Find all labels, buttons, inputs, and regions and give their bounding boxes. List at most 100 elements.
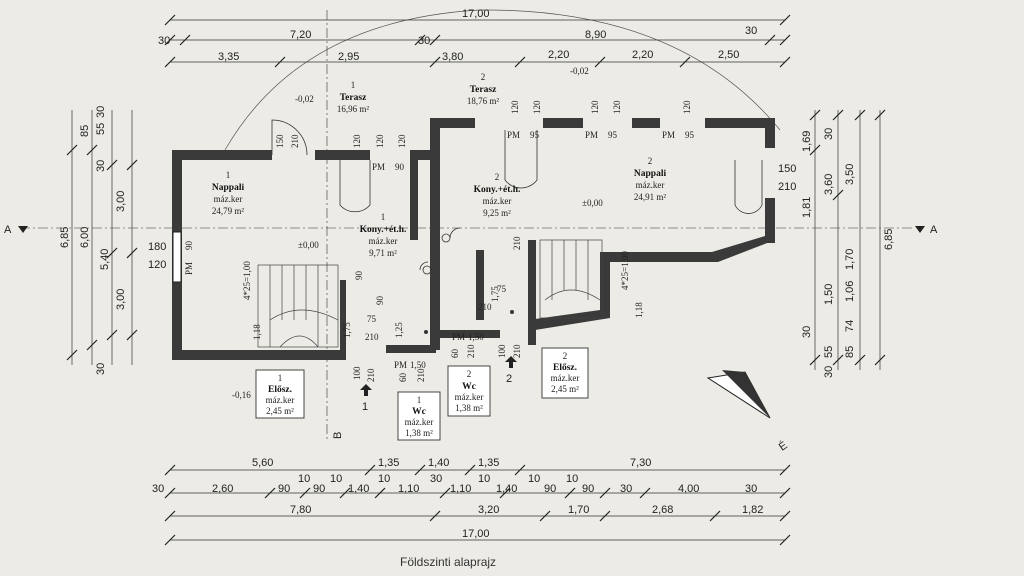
dimension-label: 210	[466, 344, 476, 358]
section-label-a-right: A	[930, 224, 938, 236]
dimension-label: 10	[528, 473, 540, 485]
dimension-label: 1,50	[823, 284, 835, 305]
section-a-right-marker	[915, 226, 925, 233]
entrance-2-marker: 2	[505, 356, 517, 385]
dimension-label: PM	[372, 162, 385, 172]
top-dimensions: 17,00 30 7,20 30 8,90 30 3,35 2,95 3,80 …	[158, 8, 791, 68]
dimension-label: 30	[430, 473, 442, 485]
dimension-label: Nappali	[212, 183, 245, 193]
dimension-label: 2,68	[652, 504, 673, 516]
dimension-label: 2	[495, 172, 500, 182]
dimension-label: 90	[278, 483, 290, 495]
dimension-label: 9,25 m²	[483, 208, 511, 218]
dimension-label: 100	[352, 366, 362, 380]
dimension-label: 85	[79, 125, 91, 137]
dimension-label: 2	[481, 72, 486, 82]
top-dim: 8,90	[585, 29, 606, 41]
dimension-label: 55	[823, 346, 835, 358]
dimension-label: 30	[801, 326, 813, 338]
dimension-label: ±0,00	[298, 240, 319, 250]
dimension-label: máz.ker	[405, 417, 434, 427]
dimension-label: 1	[417, 395, 422, 405]
dimension-label: 90	[313, 483, 325, 495]
dimension-label: 75	[497, 284, 507, 294]
dimension-label: 1,10	[398, 483, 419, 495]
dimension-label: 10	[566, 473, 578, 485]
dimension-label: máz.ker	[369, 236, 398, 246]
dimension-label: 7,80	[290, 504, 311, 516]
dimension-label: 1,69	[801, 131, 813, 152]
dimension-label: -0,02	[295, 94, 314, 104]
dimension-label: 1,06	[844, 281, 856, 302]
dimension-label: 17,00	[462, 528, 490, 540]
dimension-label: 2,60	[212, 483, 233, 495]
dimension-label: PM	[452, 332, 465, 342]
dimension-label: 30	[95, 106, 107, 118]
dimension-label: 120	[682, 100, 692, 114]
entrance-1-marker: 1	[360, 384, 372, 413]
dimension-label: 210	[366, 368, 376, 382]
dimension-label: 10	[330, 473, 342, 485]
dimension-label: 85	[844, 346, 856, 358]
dimension-label: 30	[745, 483, 757, 495]
dimension-label: PM	[662, 130, 675, 140]
dimension-label: máz.ker	[483, 196, 512, 206]
dimension-label: 210	[512, 236, 522, 250]
dimension-label: Kony.+ét.h.	[360, 225, 407, 235]
top-dim: 2,20	[632, 49, 653, 61]
dimension-label: 3,00	[115, 191, 127, 212]
dimension-label: 1,75	[490, 286, 500, 302]
dimension-label: 150	[275, 134, 285, 148]
dimension-label: 1,18	[634, 302, 644, 318]
dimension-label: -0,02	[570, 66, 589, 76]
dimension-label: Elősz.	[553, 363, 577, 373]
dimension-label: 10	[478, 473, 490, 485]
dimension-label: 10	[378, 473, 390, 485]
section-label-a-left: A	[4, 224, 12, 236]
dimension-label: Wc	[462, 382, 476, 392]
dimension-label: Wc	[412, 407, 426, 417]
dimension-label: 1,25	[394, 322, 404, 338]
top-dim: 2,95	[338, 51, 359, 63]
dimension-label: 2,45 m²	[266, 406, 294, 416]
dimension-label: PM	[394, 360, 407, 370]
top-dim: 30	[745, 25, 757, 37]
top-dim: 3,80	[442, 51, 463, 63]
dimension-label: 210	[290, 134, 300, 148]
dimension-label: 24,79 m²	[212, 206, 245, 216]
dimension-label: 30	[823, 366, 835, 378]
door-labels: 100 210 60 210 60 210 100 210 75 210 75 …	[252, 236, 644, 382]
dimension-label: 75	[367, 314, 377, 324]
dimension-label: 1,38 m²	[455, 403, 483, 413]
dimension-label: 4,00	[678, 483, 699, 495]
dimension-label: 95	[608, 130, 618, 140]
dimension-label: 6,85	[59, 227, 71, 248]
dimension-label: 3,50	[844, 164, 856, 185]
dimension-label: 90	[395, 162, 405, 172]
dimension-label: PM	[507, 130, 520, 140]
bottom-dimensions: 5,60 1,35 1,40 1,35 7,30 30 2,60 90 10 9…	[152, 457, 791, 546]
dimension-label: PM	[184, 262, 194, 275]
dimension-label: 55	[95, 123, 107, 135]
level-marks: -0,02 -0,02 ±0,00 ±0,00 -0,16	[232, 66, 603, 400]
top-dim: 7,20	[290, 29, 311, 41]
dimension-label: 120	[612, 100, 622, 114]
dimension-label: 2	[467, 369, 472, 379]
dimension-label: 210	[478, 302, 492, 312]
dimension-label: 90	[582, 483, 594, 495]
dimension-label: 120	[352, 134, 362, 148]
dimension-label: 1,38 m²	[405, 428, 433, 438]
dimension-label: 1,40	[496, 483, 517, 495]
dimension-label: máz.ker	[551, 373, 580, 383]
dimension-label: 120	[510, 100, 520, 114]
boxed-room-2-eloszoba: 2 Elősz. máz.ker 2,45 m²	[541, 347, 589, 399]
opening-dims-top: 150 210 120 120 120 120 120 120 120 120	[275, 100, 692, 148]
dimension-label: 1,70	[568, 504, 589, 516]
dimension-label: 30	[823, 128, 835, 140]
dimension-label: 3,60	[823, 174, 835, 195]
boxed-room-1-wc: 1 Wc máz.ker 1,38 m²	[397, 391, 441, 441]
left-dimensions: 6,85 6,00 5,40 3,00 3,00 30 55 30 85 30 …	[59, 106, 166, 375]
dimension-label: 1,70	[844, 249, 856, 270]
room-labels: 1 Terasz 16,96 m² 2 Terasz 18,76 m² 1 Na…	[212, 72, 667, 258]
